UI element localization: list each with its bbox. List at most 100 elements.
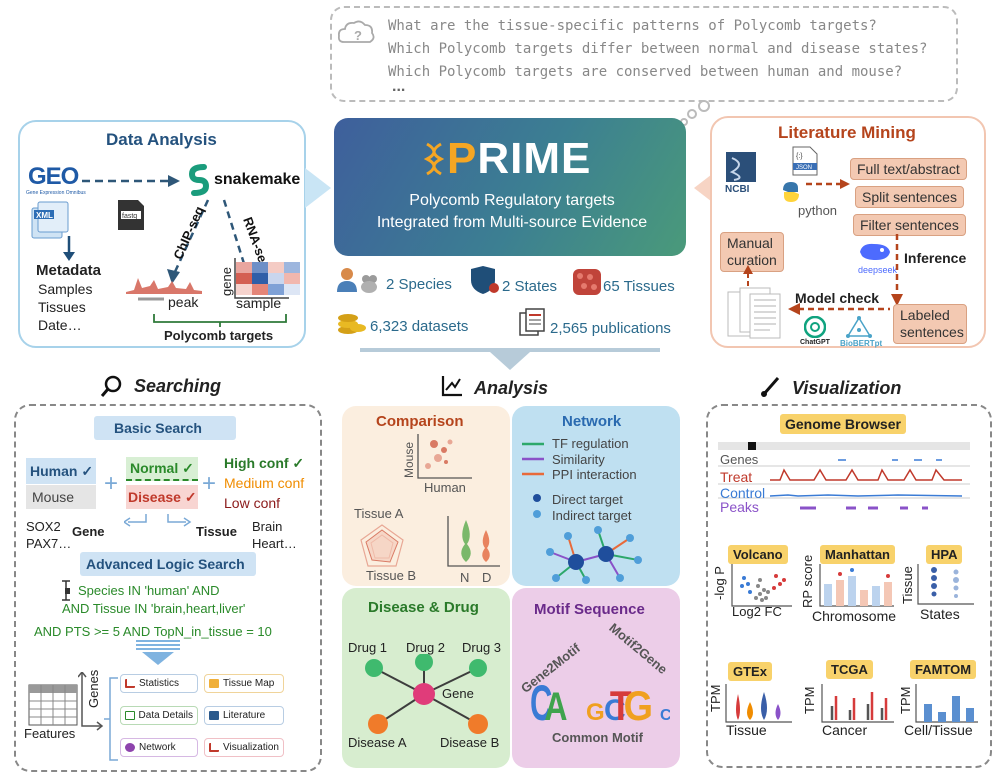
datasets-icon — [338, 314, 366, 334]
tissue-map-icon — [209, 679, 219, 688]
split-sentences-step: Split sentences — [855, 186, 964, 208]
question-2: Which Polycomb targets differ between no… — [388, 41, 928, 57]
common-motif-label: Common Motif — [552, 730, 643, 745]
normal-option[interactable] — [126, 457, 198, 481]
literature-icon — [209, 711, 219, 720]
visualization-title: Visualization — [792, 378, 902, 398]
geo-subtitle: Gene Expression Omnibus — [26, 190, 86, 196]
down-arrow-icon — [360, 348, 660, 370]
chip-data-details-label: Data Details — [138, 710, 193, 721]
filter-sentences-step: Filter sentences — [853, 214, 966, 236]
documents-icon — [727, 287, 781, 339]
high-conf-option[interactable]: High conf ✓ — [224, 455, 305, 471]
manhattan-plot — [819, 564, 894, 607]
drug-2-label: Drug 2 — [406, 640, 446, 655]
model-check-label: Model check — [795, 290, 880, 306]
gtex-x-label: Tissue — [726, 722, 767, 738]
mouse-option[interactable] — [26, 485, 96, 509]
tissue-examples: Brain Heart… — [252, 519, 297, 551]
tissue-a-label: Tissue A — [354, 506, 404, 521]
json-file-icon: {:} JSON — [792, 146, 818, 176]
question-1: What are the tissue-specific patterns of… — [388, 18, 877, 34]
deepseek-logo-icon — [860, 243, 890, 260]
prime-banner — [334, 118, 686, 256]
snakemake-label: snakemake — [214, 171, 301, 188]
legend-direct: Direct target — [552, 492, 623, 507]
track-control: Control — [720, 485, 766, 501]
question-more: ... — [392, 78, 406, 95]
gene-examples: SOX2 PAX7… — [26, 519, 72, 551]
deepseek-label: deepseek — [858, 265, 898, 275]
legend-similarity: Similarity — [552, 452, 605, 467]
legend-tf: TF regulation — [552, 436, 629, 451]
heatmap-plot — [236, 262, 300, 295]
network-icon — [125, 743, 135, 752]
visualization-panel — [706, 404, 992, 768]
statistics-icon — [125, 679, 135, 688]
chip-network[interactable]: Network — [120, 738, 198, 757]
chip-literature-label: Literature — [223, 710, 266, 721]
prime-line-2: Integrated from Multi-source Evidence — [376, 214, 648, 231]
data-analysis-title: Data Analysis — [106, 130, 217, 149]
polycomb-targets-label: Polycomb targets — [164, 328, 274, 343]
drug-1-label: Drug 1 — [348, 640, 388, 655]
chip-visualization-label: Visualization — [223, 742, 279, 753]
disease-option[interactable] — [126, 485, 198, 509]
disease-drug-title: Disease & Drug — [368, 599, 479, 616]
tcga-x-label: Cancer — [822, 722, 868, 738]
searching-title: Searching — [134, 376, 222, 396]
chip-data-details[interactable]: Data Details — [120, 706, 198, 725]
chip-statistics-label: Statistics — [139, 678, 180, 689]
comparison-scatter — [417, 434, 472, 479]
disease-b-label: Disease B — [440, 735, 500, 750]
full-text-step: Full text/abstract — [850, 158, 967, 180]
svg-text:C: C — [530, 680, 552, 724]
biobert-label: BioBERTpt — [840, 339, 883, 348]
svg-text:A: A — [544, 684, 567, 724]
radar-chart — [360, 524, 404, 567]
hpa-title: HPA — [926, 545, 963, 564]
geo-logo: GEO — [28, 163, 79, 190]
literature-title: Literature Mining — [778, 123, 916, 142]
mouse-label: Mouse — [32, 489, 75, 505]
genome-browser-title: Genome Browser — [780, 414, 906, 434]
network-legend-lines — [522, 442, 544, 476]
prime-title-rest: RIME — [477, 134, 592, 183]
chip-network-label: Network — [139, 742, 176, 753]
network-graph — [546, 526, 642, 584]
gene-search-label: Gene — [72, 524, 105, 539]
chip-tissue-map-label: Tissue Map — [223, 678, 275, 689]
network-legend-dots — [533, 494, 541, 518]
svg-text:C: C — [660, 707, 670, 724]
famtom-plot — [915, 684, 978, 723]
manhattan-y-label: RP score — [800, 554, 815, 608]
features-axis-label: Features — [24, 726, 76, 741]
tissue-b-label: Tissue B — [366, 568, 417, 583]
peak-label: peak — [168, 294, 199, 310]
human-label: Human ✓ — [30, 463, 94, 479]
chip-literature[interactable]: Literature — [204, 706, 284, 725]
chip-visualization[interactable]: Visualization — [204, 738, 284, 757]
feature-bracket — [104, 677, 118, 761]
violin-plot — [447, 516, 500, 567]
volcano-x-label: Log2 FC — [732, 604, 782, 619]
human-option[interactable] — [26, 458, 96, 484]
peak-plot — [126, 278, 202, 301]
results-arrow-icon — [136, 640, 180, 665]
curation-arrow — [743, 265, 753, 286]
plus-sign-2: + — [202, 470, 217, 497]
low-conf-option[interactable]: Low conf — [224, 495, 281, 511]
medium-conf-option[interactable]: Medium conf — [224, 475, 305, 491]
advanced-search-label: Advanced Logic Search — [86, 556, 245, 572]
chip-tissue-map[interactable]: Tissue Map — [204, 674, 284, 693]
tcga-y-label: TPM — [802, 686, 817, 714]
drug-disease-graph — [365, 654, 488, 734]
legend-indirect: Indirect target — [552, 508, 632, 523]
chatgpt-logo-icon — [804, 316, 826, 338]
svg-text:T: T — [610, 683, 632, 724]
chip-statistics[interactable]: Statistics — [120, 674, 198, 693]
genome-browser — [718, 442, 970, 510]
manual-curation-step: Manual curation — [720, 232, 784, 272]
svg-text:{:}: {:} — [796, 153, 803, 160]
prime-line-1: Polycomb Regulatory targets — [409, 192, 615, 209]
